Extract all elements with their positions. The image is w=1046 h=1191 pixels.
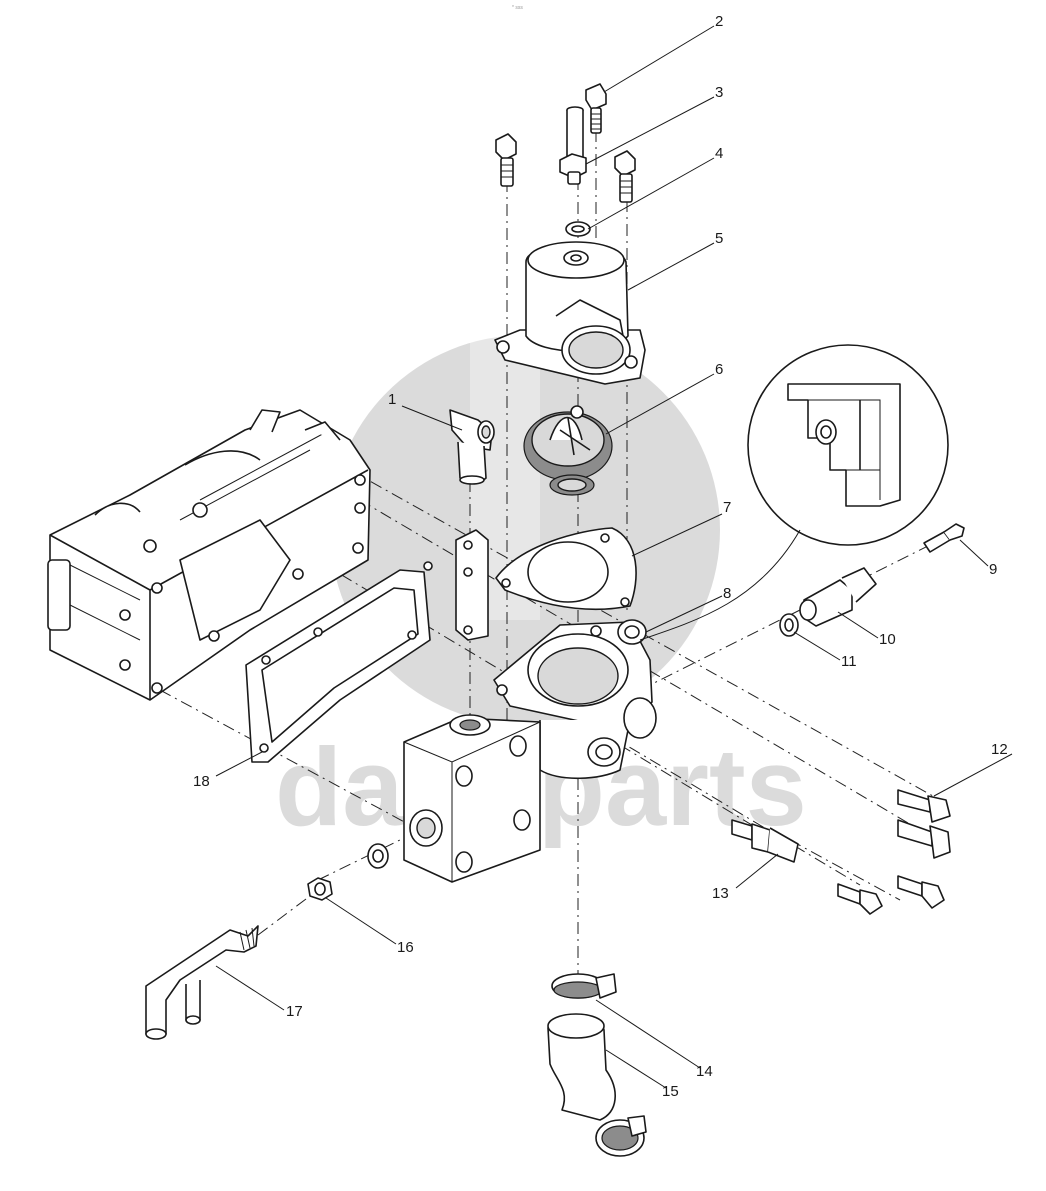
cylinder-head (47, 409, 371, 701)
part-11-washer (779, 613, 799, 637)
callout-2: 2 (715, 13, 723, 30)
thermostat-housing (493, 619, 657, 780)
callout-3: 3 (715, 84, 723, 101)
callouts: 2 3 4 5 6 1 7 8 9 10 11 12 13 14 15 16 1 (193, 13, 1013, 1100)
callout-6: 6 (715, 361, 723, 378)
part-12-bolts (897, 789, 951, 859)
part-18-gasket (245, 561, 433, 763)
part-1-elbow (449, 409, 495, 485)
callout-13: 13 (712, 885, 729, 902)
callout-10: 10 (879, 631, 896, 648)
part-17-pipe (145, 925, 259, 1040)
callout-8: 8 (723, 585, 731, 602)
part-4-o-ring (565, 221, 591, 237)
part-15-hose (547, 1013, 647, 1157)
callout-1: 1 (388, 391, 396, 408)
detail-inset (639, 344, 949, 641)
part-7-gasket (495, 527, 637, 611)
callout-12: 12 (991, 741, 1008, 758)
adapter-plate (455, 529, 489, 641)
part-10-banjo-bolt (799, 567, 877, 627)
bolt-right-top (614, 150, 636, 203)
flange-bolts-lower (837, 875, 945, 915)
callout-15: 15 (662, 1083, 679, 1100)
top-mark: * sss (512, 5, 523, 11)
callout-5: 5 (715, 230, 723, 247)
callout-17: 17 (286, 1003, 303, 1020)
callout-9: 9 (989, 561, 997, 578)
callout-11: 11 (841, 653, 857, 670)
part-14-clamp (551, 973, 617, 999)
part-9-sensor (923, 523, 965, 553)
part-13-temp-sensor (731, 819, 799, 863)
part-16-nut (307, 843, 389, 901)
callout-4: 4 (715, 145, 723, 162)
part-3-stud (559, 106, 587, 185)
part-6-thermostat (523, 405, 613, 496)
lower-block (403, 714, 541, 883)
callout-14: 14 (696, 1063, 713, 1080)
callout-16: 16 (397, 939, 414, 956)
part-5-thermostat-cover (494, 241, 646, 385)
bolt-left-top (495, 133, 517, 187)
callout-18: 18 (193, 773, 210, 790)
part-2-bolt (585, 83, 607, 134)
callout-7: 7 (723, 499, 731, 516)
